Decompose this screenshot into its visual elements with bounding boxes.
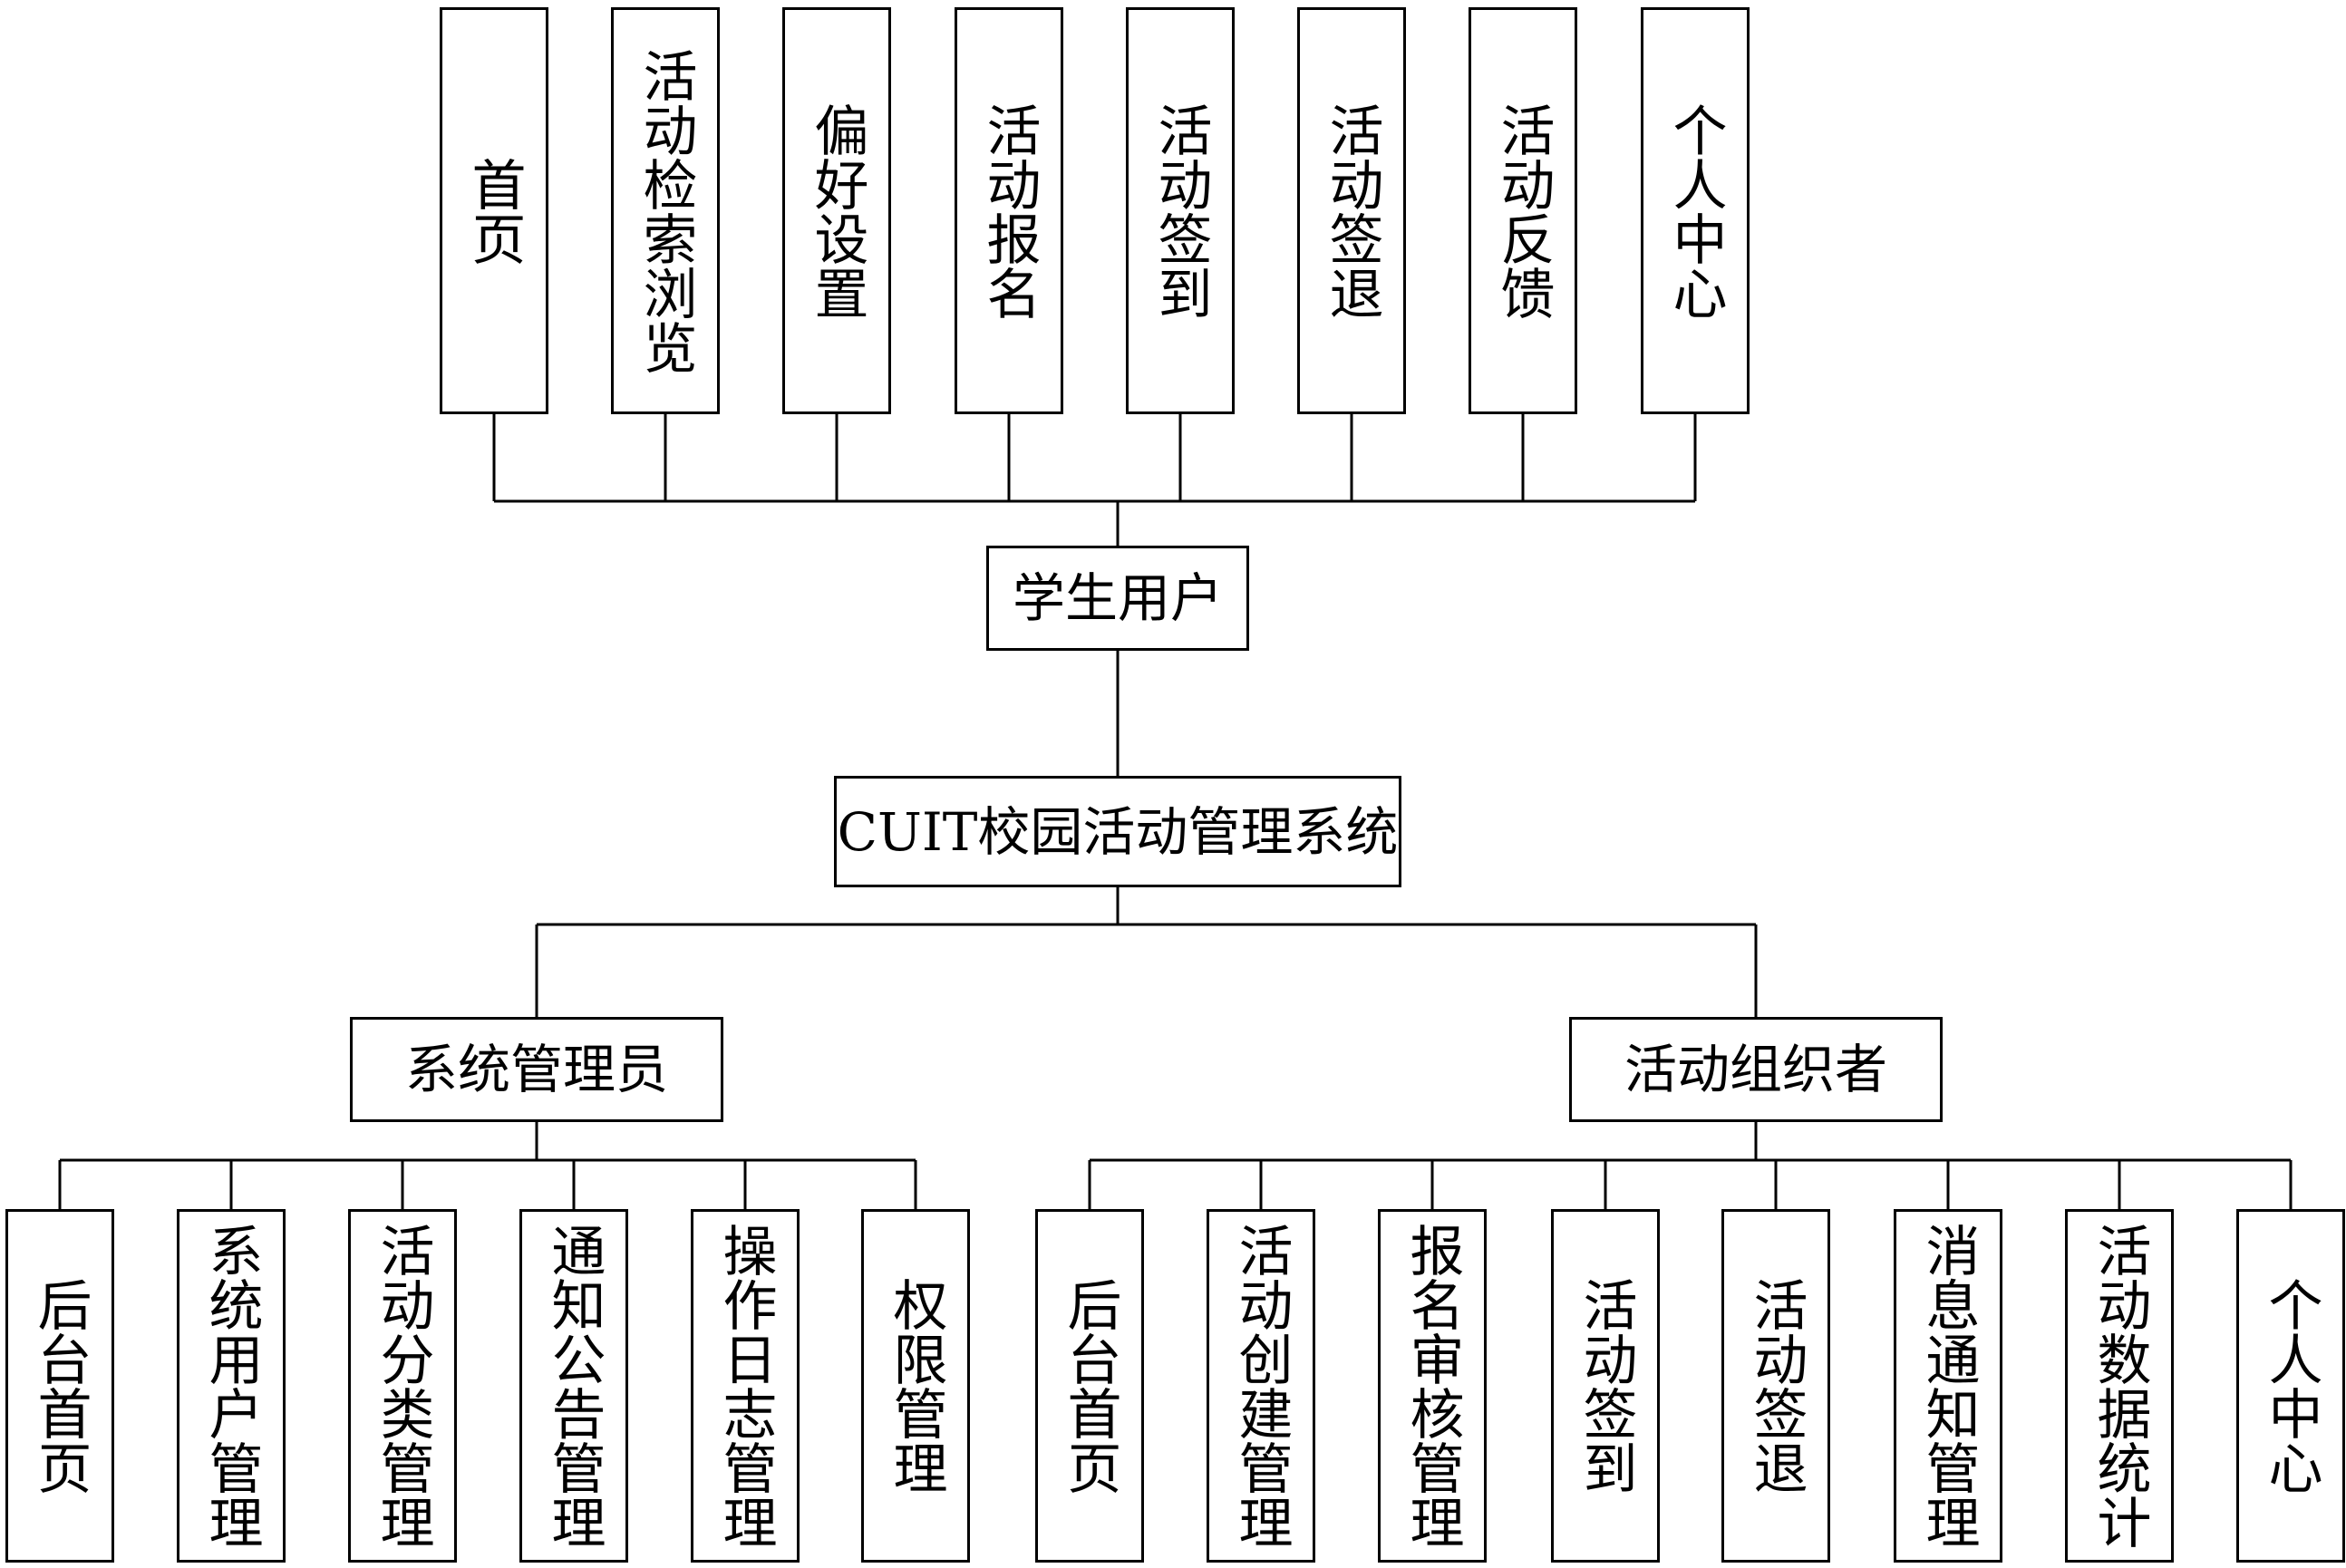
box-label: 个人中心 — [2259, 1277, 2322, 1495]
student-function-feedback: 活动反馈 — [1469, 7, 1577, 414]
student-function-check-out: 活动签退 — [1297, 7, 1406, 414]
role-activity-organizer: 活动组织者 — [1569, 1017, 1943, 1122]
student-function-check-in: 活动签到 — [1126, 7, 1235, 414]
role-student-user: 学生用户 — [986, 546, 1249, 651]
admin-function-log-management: 操作日志管理 — [691, 1209, 800, 1563]
box-label: 活动分类管理 — [371, 1223, 434, 1549]
student-function-preferences: 偏好设置 — [782, 7, 891, 414]
box-label: 偏好设置 — [805, 102, 868, 320]
box-label: 消息通知管理 — [1916, 1223, 1980, 1549]
box-label: 活动签退 — [1320, 102, 1383, 320]
organizer-function-check-out: 活动签退 — [1721, 1209, 1830, 1563]
organizer-function-personal-center: 个人中心 — [2236, 1209, 2345, 1563]
box-label: 活动签到 — [1574, 1277, 1637, 1495]
organizer-function-dashboard: 后台首页 — [1035, 1209, 1144, 1563]
student-function-home: 首页 — [440, 7, 548, 414]
box-label: 活动检索浏览 — [634, 47, 697, 374]
organizer-function-message-management: 消息通知管理 — [1894, 1209, 2002, 1563]
box-label: 报名审核管理 — [1401, 1223, 1464, 1549]
box-label: 活动创建管理 — [1229, 1223, 1293, 1549]
admin-function-category-management: 活动分类管理 — [348, 1209, 457, 1563]
role-label: 学生用户 — [1012, 567, 1223, 629]
role-label: 系统管理员 — [404, 1039, 668, 1100]
box-label: 活动报名 — [977, 102, 1041, 320]
box-label: 活动签到 — [1149, 102, 1212, 320]
student-function-personal-center: 个人中心 — [1641, 7, 1750, 414]
box-label: 后台首页 — [28, 1277, 92, 1495]
box-label: 活动数据统计 — [2088, 1223, 2151, 1549]
box-label: 个人中心 — [1663, 102, 1727, 320]
box-label: 系统用户管理 — [199, 1223, 263, 1549]
student-function-activity-search: 活动检索浏览 — [611, 7, 720, 414]
organizer-function-registration-review: 报名审核管理 — [1378, 1209, 1487, 1563]
system-title: CUIT校园活动管理系统 — [837, 800, 1399, 863]
organizer-function-activity-creation: 活动创建管理 — [1207, 1209, 1315, 1563]
box-label: 首页 — [462, 156, 526, 266]
box-label: 活动反馈 — [1491, 102, 1555, 320]
admin-function-user-management: 系统用户管理 — [177, 1209, 286, 1563]
role-system-admin: 系统管理员 — [350, 1017, 723, 1122]
admin-function-permission-management: 权限管理 — [861, 1209, 970, 1563]
student-function-registration: 活动报名 — [955, 7, 1063, 414]
admin-function-dashboard: 后台首页 — [5, 1209, 114, 1563]
role-label: 活动组织者 — [1624, 1039, 1887, 1100]
box-label: 权限管理 — [884, 1277, 947, 1495]
box-label: 操作日志管理 — [713, 1223, 777, 1549]
box-label: 活动签退 — [1744, 1277, 1808, 1495]
organizer-function-data-statistics: 活动数据统计 — [2065, 1209, 2174, 1563]
organizer-function-check-in: 活动签到 — [1551, 1209, 1660, 1563]
system-root: CUIT校园活动管理系统 — [834, 776, 1401, 887]
box-label: 后台首页 — [1058, 1277, 1121, 1495]
box-label: 通知公告管理 — [542, 1223, 606, 1549]
admin-function-notice-management: 通知公告管理 — [519, 1209, 628, 1563]
